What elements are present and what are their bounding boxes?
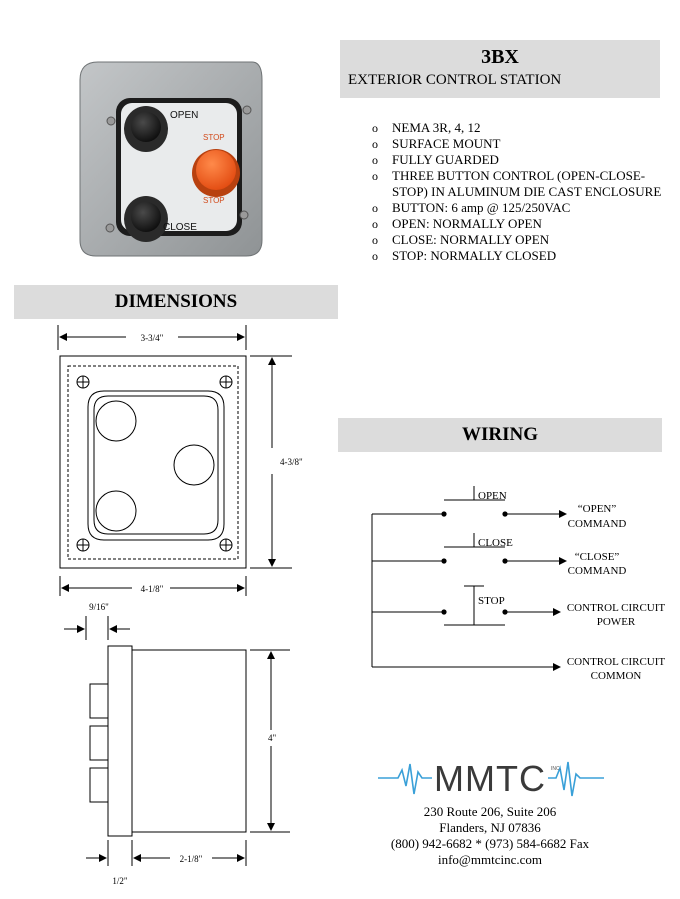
wiring-close-command-2: COMMAND (568, 565, 627, 577)
screw-icon (76, 538, 90, 552)
feature-item: FULLY GUARDED (372, 152, 662, 168)
wiring-stop-label: STOP (478, 595, 505, 607)
dim-side-flange: 9/16" (89, 602, 109, 612)
product-subtitle: EXTERIOR CONTROL STATION (348, 72, 562, 88)
stop-pushbutton-icon (196, 150, 236, 190)
title-banner: 3BX EXTERIOR CONTROL STATION (340, 40, 660, 98)
feature-item: NEMA 3R, 4, 12 (372, 120, 662, 136)
photo-open-label: OPEN (170, 110, 198, 121)
feature-item: STOP: NORMALLY CLOSED (372, 248, 662, 264)
front-view-drawing (57, 325, 292, 596)
screw-icon (105, 223, 115, 233)
phone-fax: (800) 942-6682 * (973) 584-6682 Fax (390, 836, 590, 851)
dim-side-height: 4" (268, 733, 277, 743)
logo-wave-right (548, 761, 604, 797)
wiring-open-command-2: COMMAND (568, 518, 627, 530)
wiring-terminals (441, 511, 508, 615)
wiring-common-label: CONTROL CIRCUIT (567, 656, 666, 668)
dim-front-height: 4-3/8" (280, 457, 303, 467)
address-line-1: 230 Route 206, Suite 206 (423, 804, 557, 819)
feature-item: THREE BUTTON CONTROL (OPEN-CLOSE-STOP) I… (372, 168, 662, 200)
feature-item: BUTTON: 6 amp @ 125/250VAC (372, 200, 662, 216)
wiring-open-command: “OPEN” (578, 503, 617, 515)
dim-side-depth: 2-1/8" (180, 854, 203, 864)
screw-icon (219, 538, 233, 552)
photo-stop-bottom-label: STOP (203, 196, 225, 205)
logo-wave-left (378, 763, 432, 795)
logo-inc-mark: INC. (551, 766, 561, 772)
wiring-diagram (371, 486, 567, 671)
wiring-common-label-2: COMMON (591, 670, 642, 682)
wiring-open-label: OPEN (478, 490, 507, 502)
close-pushbutton-icon (131, 202, 161, 232)
wiring-close-command: “CLOSE” (575, 551, 620, 563)
screw-icon (106, 116, 116, 126)
contact-block: 230 Route 206, Suite 206 Flanders, NJ 07… (360, 804, 620, 868)
logo-text: MMTC (434, 758, 546, 799)
model-title: 3BX (481, 46, 519, 68)
wiring-power-label-2: POWER (597, 616, 636, 628)
screw-icon (76, 375, 90, 389)
feature-item: CLOSE: NORMALLY OPEN (372, 232, 662, 248)
feature-item: SURFACE MOUNT (372, 136, 662, 152)
feature-item: OPEN: NORMALLY OPEN (372, 216, 662, 232)
mmtc-logo: MMTC INC. (378, 758, 604, 799)
email-address[interactable]: info@mmtcinc.com (437, 852, 543, 867)
wiring-heading: WIRING (338, 418, 662, 452)
side-view-drawing (64, 616, 290, 866)
dim-side-base: 1/2" (112, 876, 128, 886)
product-photo: OPEN STOP STOP CLOSE (79, 61, 263, 257)
dim-front-width: 3-3/4" (141, 333, 164, 343)
screw-icon (242, 105, 252, 115)
screw-icon (239, 210, 249, 220)
screw-icon (219, 375, 233, 389)
address-line-2: Flanders, NJ 07836 (439, 820, 541, 835)
open-pushbutton-icon (131, 112, 161, 142)
feature-list: NEMA 3R, 4, 12 SURFACE MOUNT FULLY GUARD… (372, 120, 662, 264)
dim-front-base-width: 4-1/8" (141, 584, 164, 594)
photo-stop-top-label: STOP (203, 133, 225, 142)
dimensions-heading: DIMENSIONS (14, 285, 338, 319)
wiring-close-label: CLOSE (478, 537, 513, 549)
wiring-power-label: CONTROL CIRCUIT (567, 602, 666, 614)
photo-close-label: CLOSE (163, 222, 197, 233)
